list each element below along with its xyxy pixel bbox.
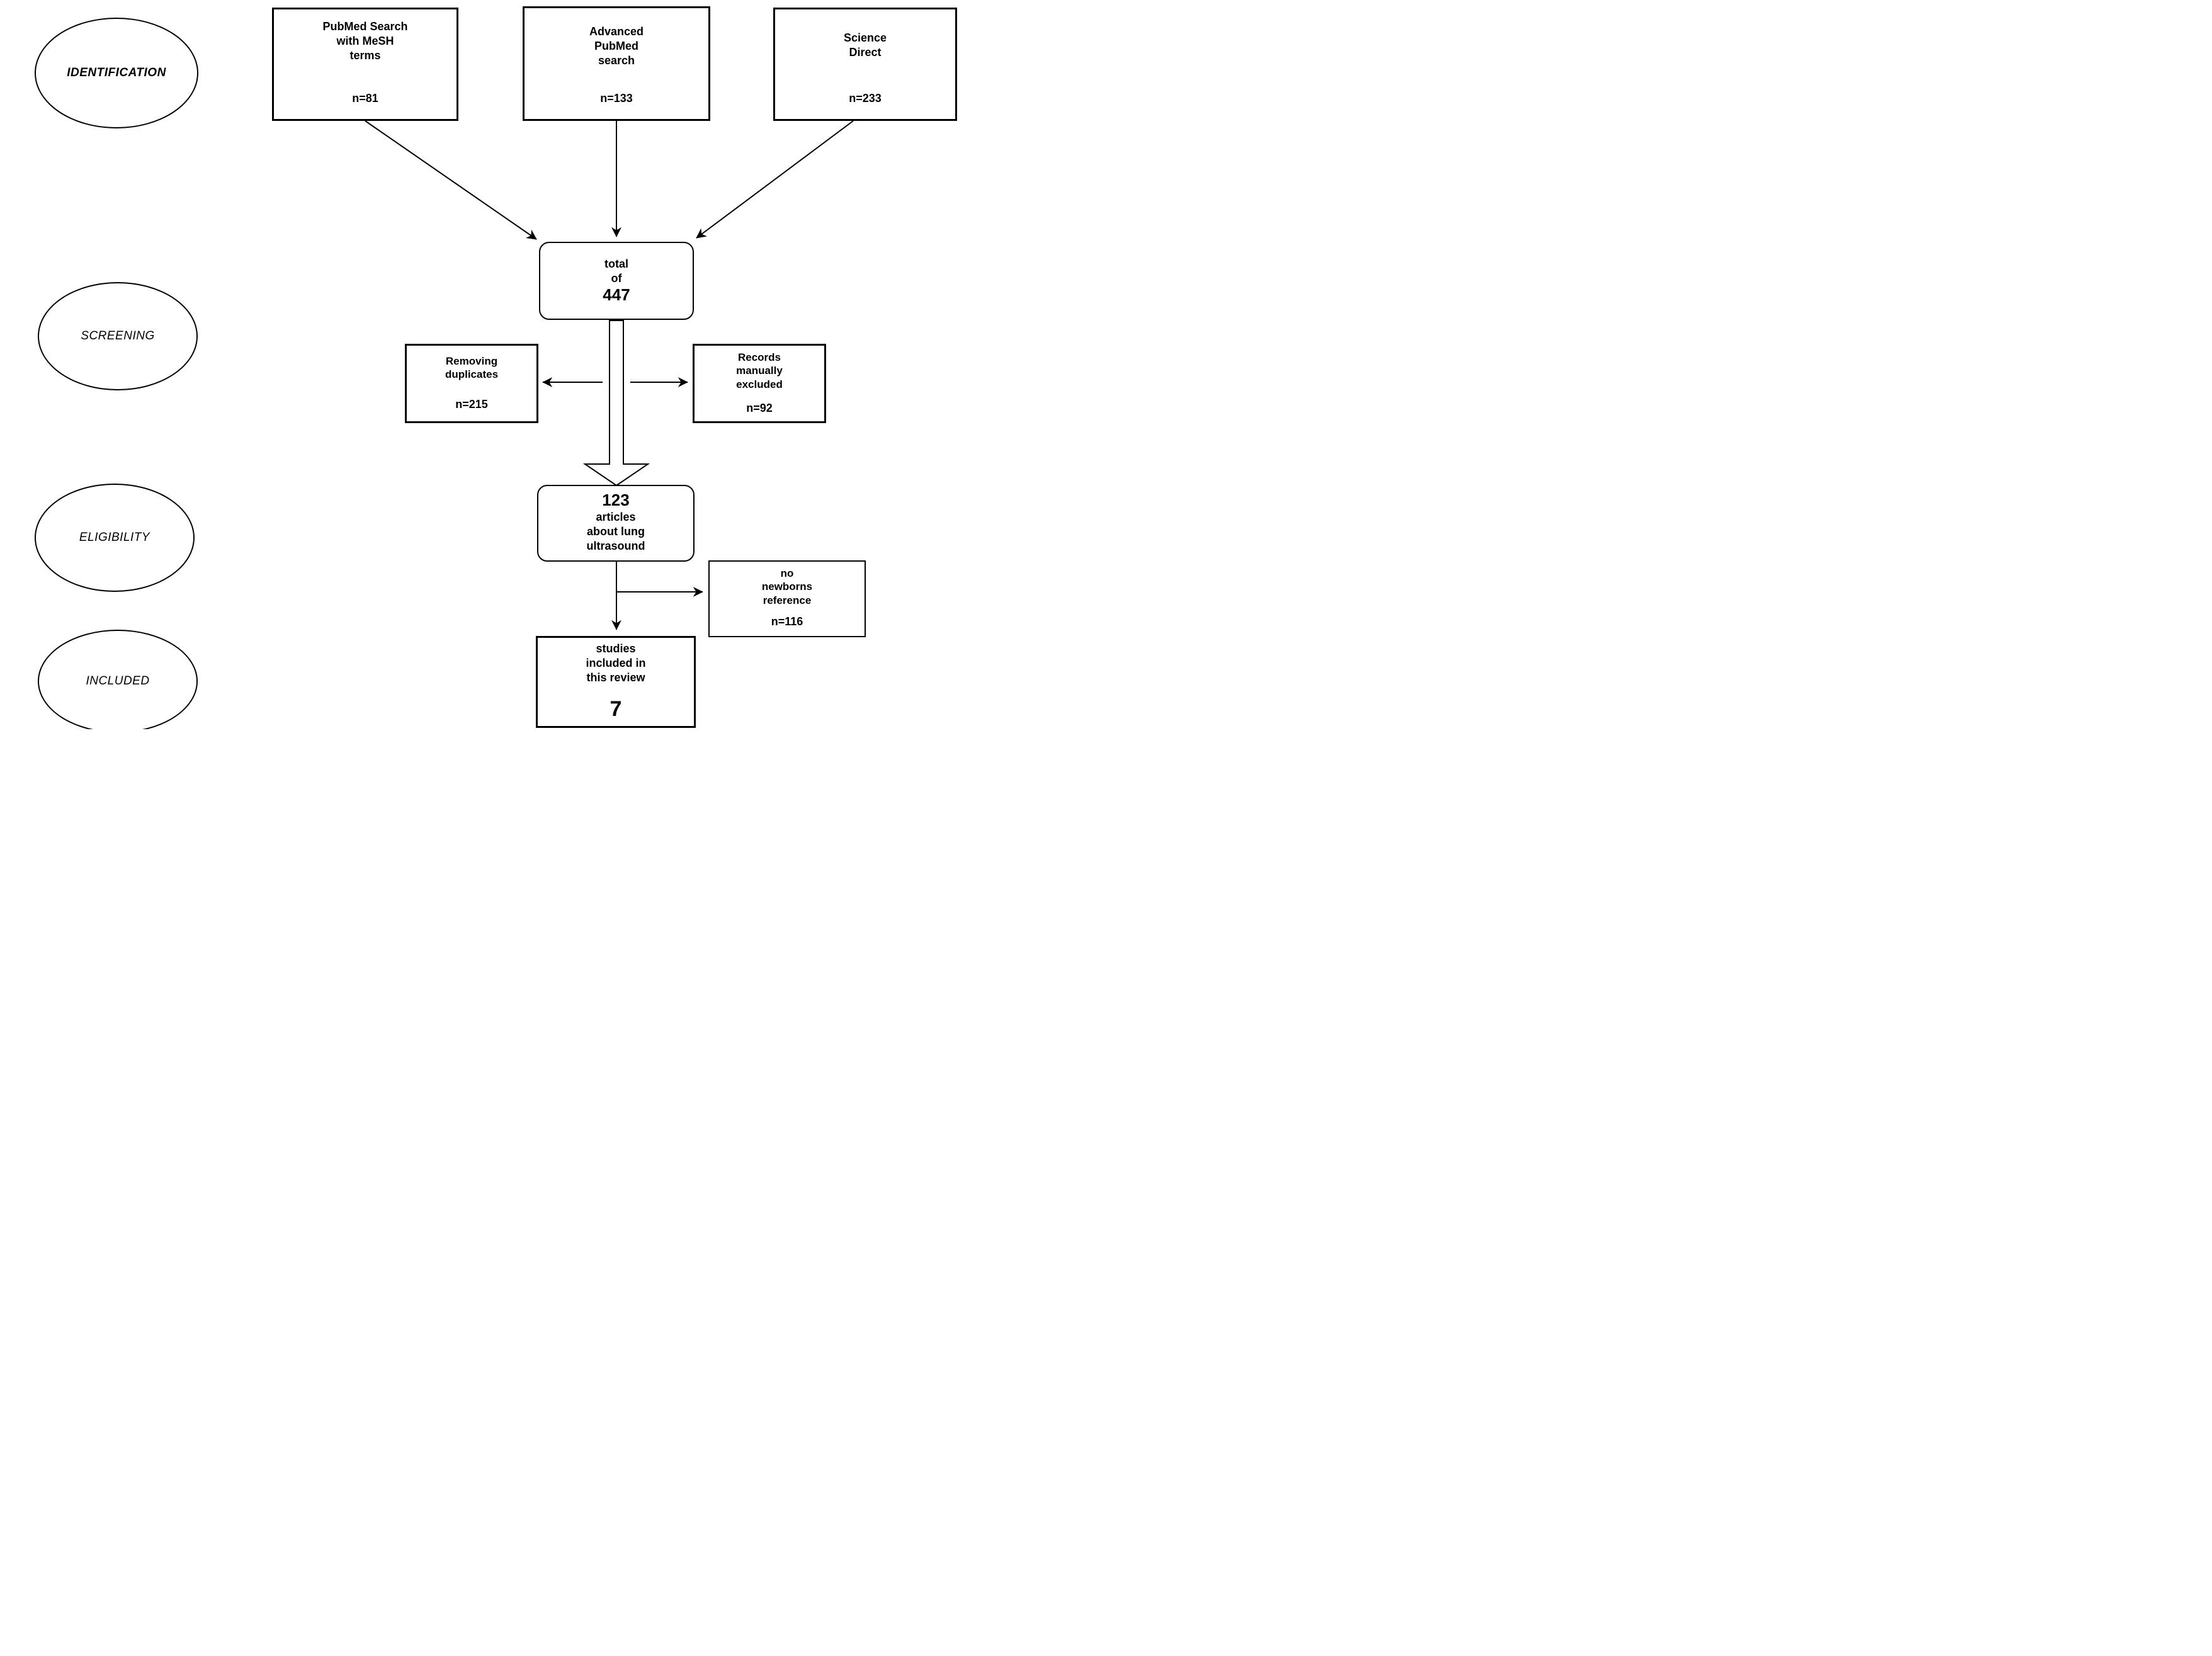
arrow-pubmed-mesh-to-total <box>365 120 537 240</box>
flow-arrows-layer <box>365 120 854 630</box>
source-box-pubmed-mesh: PubMed Search with MeSH terms n=81 <box>272 8 458 121</box>
phase-ellipse-included: INCLUDED <box>38 630 198 729</box>
removing-duplicates-box: Removing duplicates n=215 <box>405 344 538 423</box>
record-count: 7 <box>610 697 622 721</box>
record-count: n=116 <box>771 615 803 628</box>
box-title-line: manually <box>736 365 783 377</box>
studies-included-box: studies included in this review 7 <box>536 636 696 728</box>
box-title-line: about lung <box>587 525 645 538</box>
box-title-line: studies <box>596 642 636 655</box>
phase-ellipse-eligibility: ELIGIBILITY <box>35 484 195 592</box>
records-manually-excluded-box: Records manually excluded n=92 <box>693 344 826 423</box>
arrow-sciencedirect-to-total <box>696 120 854 239</box>
record-count: 447 <box>603 285 630 305</box>
total-box: total of 447 <box>539 242 694 320</box>
record-count: n=81 <box>352 92 378 105</box>
box-title-line: terms <box>349 49 381 62</box>
record-count: n=233 <box>849 92 882 105</box>
no-newborns-reference-box: no newborns reference n=116 <box>708 560 866 637</box>
box-title-line: with MeSH <box>336 35 394 48</box>
box-title-line: no <box>780 567 794 579</box>
prisma-flow-diagram: IDENTIFICATION SCREENING ELIGIBILITY INC… <box>0 0 974 729</box>
phase-label-included: INCLUDED <box>86 674 150 688</box>
phase-label-screening: SCREENING <box>81 329 155 343</box>
box-title-line: excluded <box>736 378 783 390</box>
phase-label-eligibility: ELIGIBILITY <box>79 531 150 544</box>
box-title-line: reference <box>763 594 812 606</box>
box-title-line: duplicates <box>445 368 499 381</box>
box-title-line: Direct <box>849 46 882 59</box>
record-count: 123 <box>602 491 630 509</box>
phase-label-identification: IDENTIFICATION <box>67 66 166 79</box>
box-title-line: ultrasound <box>586 539 645 552</box>
box-title-line: PubMed Search <box>322 20 408 33</box>
box-title-line: Advanced <box>589 25 644 38</box>
box-title-line: Records <box>737 351 781 363</box>
record-count: n=215 <box>455 398 488 411</box>
source-box-advanced-pubmed: Advanced PubMed search n=133 <box>523 6 710 121</box>
box-title-line: search <box>598 54 635 67</box>
box-title-line: Science <box>843 31 887 44</box>
box-title-line: articles <box>596 510 636 523</box>
box-title-line: this review <box>586 671 645 684</box>
box-title-line: included in <box>586 657 646 670</box>
box-title-line: newborns <box>761 581 813 593</box>
phase-ellipse-screening: SCREENING <box>38 282 198 390</box>
block-arrow-total-to-eligibility <box>582 320 650 487</box>
box-title-line: Removing <box>445 355 498 367</box>
phase-ellipse-identification: IDENTIFICATION <box>35 18 198 128</box>
eligibility-articles-box: 123 articles about lung ultrasound <box>537 485 695 562</box>
record-count: n=133 <box>600 92 633 105</box>
source-box-science-direct: Science Direct n=233 <box>773 8 957 121</box>
box-title-line: of <box>611 272 622 285</box>
box-title-line: PubMed <box>594 40 638 53</box>
box-title-line: total <box>604 258 628 271</box>
record-count: n=92 <box>746 402 773 414</box>
